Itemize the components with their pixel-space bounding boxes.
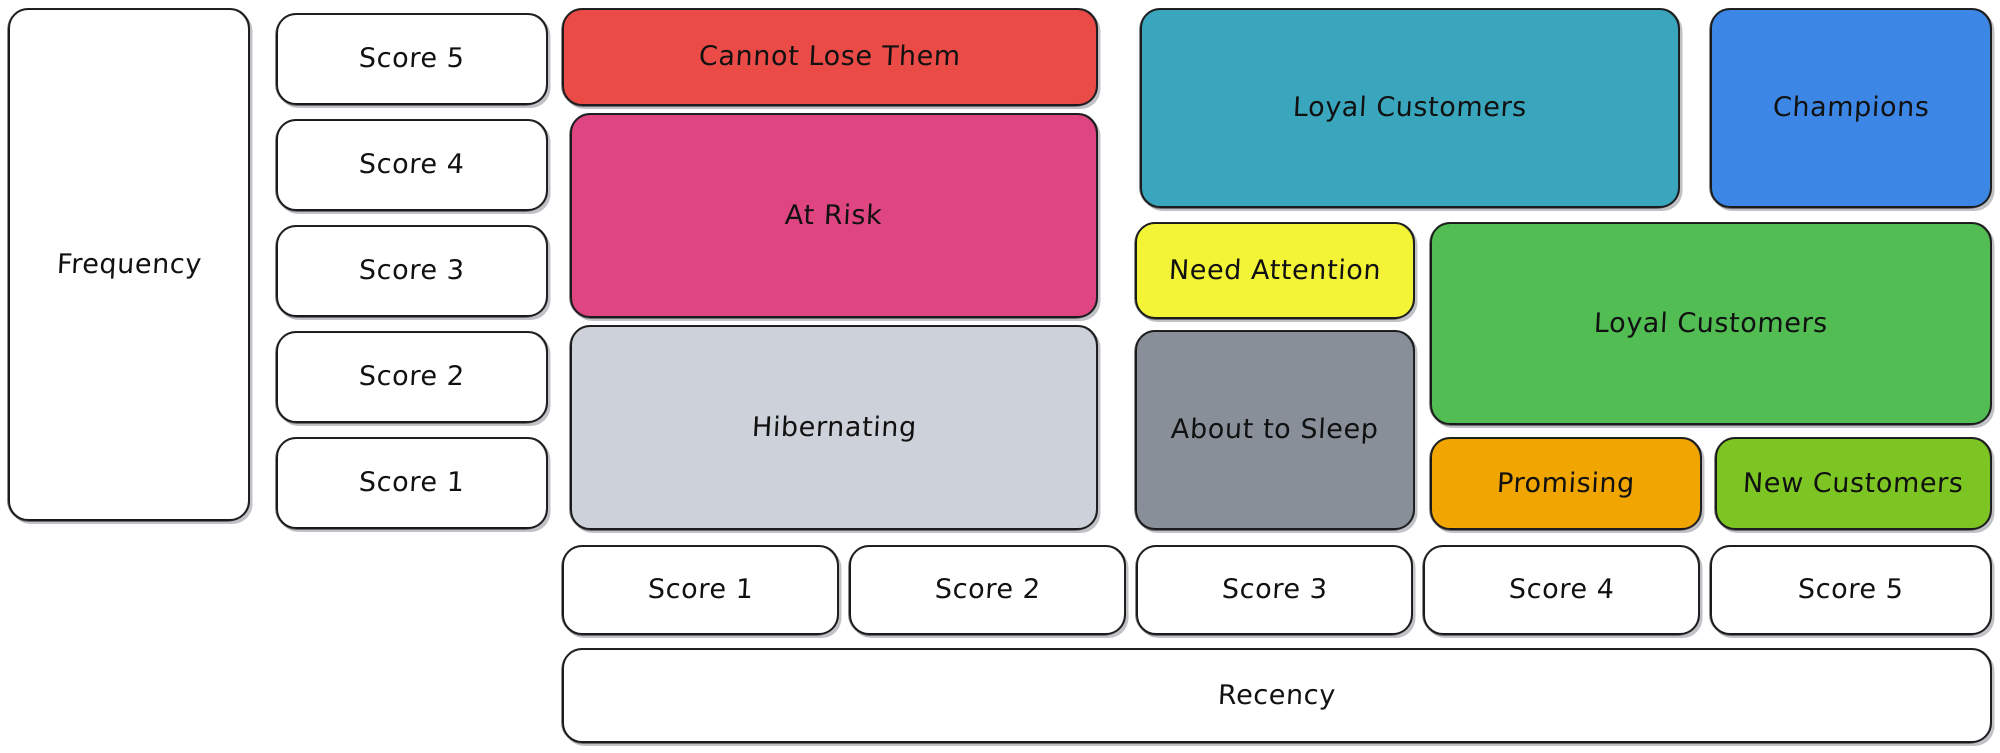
frequency-score-4[interactable]: Score 4 xyxy=(275,119,548,212)
frequency-axis-label-text: Frequency xyxy=(55,248,203,280)
recency-score-2-label: Score 2 xyxy=(933,574,1042,606)
segment-need-attention[interactable]: Need Attention xyxy=(1134,222,1415,320)
recency-axis-label: Recency xyxy=(561,648,1992,744)
recency-score-3-label: Score 3 xyxy=(1220,574,1329,606)
recency-score-4[interactable]: Score 4 xyxy=(1422,545,1700,636)
segment-need-attention-label: Need Attention xyxy=(1168,254,1382,286)
frequency-score-2[interactable]: Score 2 xyxy=(275,331,548,424)
recency-axis-label-text: Recency xyxy=(1217,679,1337,711)
segment-about-to-sleep[interactable]: About to Sleep xyxy=(1134,330,1415,531)
recency-score-1[interactable]: Score 1 xyxy=(561,545,839,636)
segment-cannot-lose-them[interactable]: Cannot Lose Them xyxy=(561,8,1098,107)
frequency-score-5[interactable]: Score 5 xyxy=(275,13,548,106)
recency-score-1-label: Score 1 xyxy=(646,574,755,606)
segment-cannot-lose-them-label: Cannot Lose Them xyxy=(698,41,962,73)
segment-loyal-customers-mid[interactable]: Loyal Customers xyxy=(1429,222,1992,426)
segment-champions-label: Champions xyxy=(1771,92,1931,124)
frequency-axis-label: Frequency xyxy=(7,8,250,522)
segment-new-customers-label: New Customers xyxy=(1742,467,1965,499)
segment-at-risk-label: At Risk xyxy=(784,199,884,231)
segment-new-customers[interactable]: New Customers xyxy=(1714,437,1992,531)
segment-hibernating[interactable]: Hibernating xyxy=(569,325,1098,531)
frequency-score-5-label: Score 5 xyxy=(358,43,466,75)
segment-hibernating-label: Hibernating xyxy=(750,411,918,443)
recency-score-5-label: Score 5 xyxy=(1797,574,1905,606)
segment-loyal-customers-top-label: Loyal Customers xyxy=(1292,92,1528,124)
frequency-score-1-label: Score 1 xyxy=(358,467,466,499)
segment-about-to-sleep-label: About to Sleep xyxy=(1170,414,1380,446)
frequency-score-4-label: Score 4 xyxy=(358,149,466,181)
frequency-score-2-label: Score 2 xyxy=(358,361,466,393)
segment-promising-label: Promising xyxy=(1496,467,1636,499)
recency-score-5[interactable]: Score 5 xyxy=(1709,545,1992,636)
recency-score-4-label: Score 4 xyxy=(1507,574,1616,606)
frequency-score-1[interactable]: Score 1 xyxy=(275,437,548,530)
segment-at-risk[interactable]: At Risk xyxy=(569,113,1098,319)
segment-loyal-customers-mid-label: Loyal Customers xyxy=(1593,307,1829,339)
frequency-score-3-label: Score 3 xyxy=(358,255,466,287)
segment-champions[interactable]: Champions xyxy=(1709,8,1992,209)
recency-score-2[interactable]: Score 2 xyxy=(848,545,1126,636)
frequency-score-3[interactable]: Score 3 xyxy=(275,225,548,318)
segment-loyal-customers-top[interactable]: Loyal Customers xyxy=(1139,8,1680,209)
recency-score-3[interactable]: Score 3 xyxy=(1135,545,1413,636)
segment-promising[interactable]: Promising xyxy=(1429,437,1702,531)
